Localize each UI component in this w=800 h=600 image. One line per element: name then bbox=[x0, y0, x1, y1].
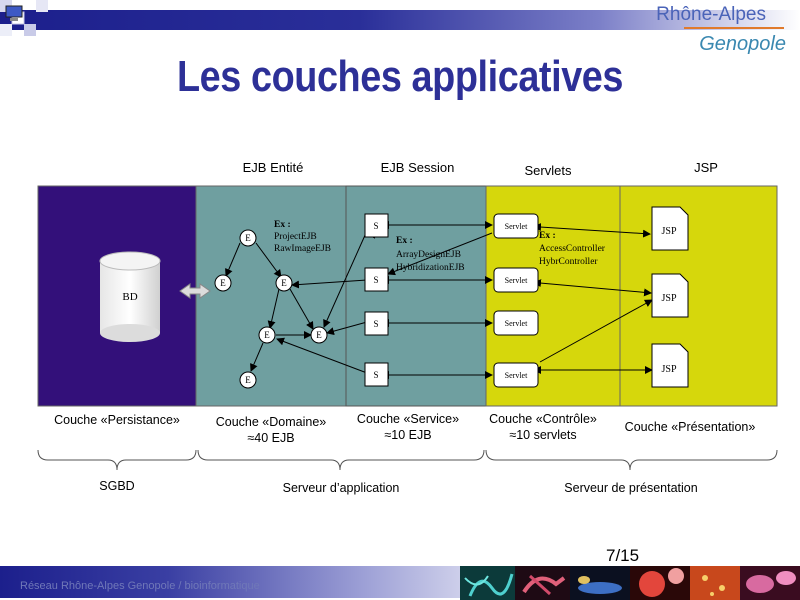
session-example-line: ArrayDesignEJB bbox=[396, 250, 461, 260]
brand-genopole: Genopole bbox=[699, 33, 786, 55]
jsp-document-label: JSP bbox=[661, 364, 676, 375]
column-heading-servlets: Servlets bbox=[524, 163, 572, 178]
entity-node bbox=[239, 229, 257, 247]
servlet-node bbox=[493, 310, 539, 336]
servlet-node bbox=[493, 267, 539, 293]
entity-node bbox=[239, 371, 257, 389]
group-label-sgbd: SGBD bbox=[99, 479, 135, 493]
servlet-node bbox=[493, 362, 539, 388]
entity-node bbox=[258, 326, 276, 344]
group-label-presentation-server: Serveur de présentation bbox=[564, 481, 698, 495]
label-couche-service: Couche «Service» bbox=[356, 412, 460, 426]
column-heading-jsp: JSP bbox=[694, 160, 718, 175]
jsp-document-label: JSP bbox=[661, 293, 676, 304]
page-number: 7/15 bbox=[606, 546, 640, 565]
entity-example-heading: Ex : bbox=[274, 220, 291, 230]
session-node bbox=[364, 362, 389, 387]
entity-node-label: E bbox=[264, 330, 270, 340]
session-node-label: S bbox=[373, 275, 378, 285]
label-couche-domaine: Couche «Domaine» bbox=[215, 415, 327, 429]
servlet-example-heading: Ex : bbox=[539, 231, 556, 241]
label-couche-persistance: Couche «Persistance» bbox=[54, 413, 180, 427]
entity-node bbox=[275, 274, 293, 292]
db-entity-double-arrow bbox=[179, 283, 211, 299]
header-gradient-bar bbox=[0, 10, 800, 30]
label-couche-presentation: Couche «Présentation» bbox=[624, 420, 756, 434]
microscopy-banner-image bbox=[460, 566, 800, 600]
servlet-node-label: Servlet bbox=[505, 319, 528, 328]
session-node-label: S bbox=[373, 319, 378, 329]
column-heading-ejb-session: EJB Session bbox=[380, 160, 455, 175]
entity-example-line: ProjectEJB bbox=[274, 232, 317, 242]
entity-node bbox=[310, 326, 328, 344]
monitor-icon bbox=[5, 5, 23, 21]
label-domaine-count: ≈40 EJB bbox=[247, 431, 295, 445]
entity-node-label: E bbox=[281, 278, 287, 288]
session-node bbox=[364, 267, 389, 292]
servlet-node-label: Servlet bbox=[505, 276, 528, 285]
entity-node-label: E bbox=[316, 330, 322, 340]
entity-example-line: RawImageEJB bbox=[274, 244, 331, 254]
group-label-app-server: Serveur d’application bbox=[282, 481, 400, 495]
jsp-document bbox=[651, 343, 689, 388]
layer-domaine bbox=[195, 185, 347, 407]
session-example-heading: Ex : bbox=[396, 236, 413, 246]
session-node-label: S bbox=[373, 221, 378, 231]
brand-underline bbox=[684, 27, 784, 29]
database-cylinder: BD bbox=[99, 251, 161, 342]
label-couche-controle: Couche «Contrôle» bbox=[489, 412, 597, 426]
jsp-document-label: JSP bbox=[661, 226, 676, 237]
session-example-line: HybridizationEJB bbox=[396, 263, 465, 273]
entity-node-label: E bbox=[245, 233, 251, 243]
layer-presentation bbox=[619, 185, 778, 407]
brand-rhone-alpes: Rhône-Alpes bbox=[656, 4, 766, 25]
servlet-example-line: HybrController bbox=[539, 257, 598, 267]
entity-node-label: E bbox=[245, 375, 251, 385]
servlet-node-label: Servlet bbox=[505, 222, 528, 231]
session-node-label: S bbox=[373, 370, 378, 380]
column-heading-ejb-entite: EJB Entité bbox=[242, 160, 304, 175]
servlet-node bbox=[493, 213, 539, 239]
grouping-braces bbox=[37, 449, 778, 471]
entity-node bbox=[214, 274, 232, 292]
label-service-count: ≈10 EJB bbox=[384, 428, 432, 442]
label-controle-count: ≈10 servlets bbox=[509, 428, 577, 442]
jsp-document bbox=[651, 273, 689, 318]
entity-node-label: E bbox=[220, 278, 226, 288]
footer-text: Réseau Rhône-Alpes Genopole / bioinforma… bbox=[20, 580, 260, 592]
servlet-node-label: Servlet bbox=[505, 371, 528, 380]
session-node bbox=[364, 311, 389, 336]
session-node bbox=[364, 213, 389, 238]
page-title: Les couches applicatives bbox=[176, 52, 624, 101]
jsp-document bbox=[651, 206, 689, 251]
servlet-example-line: AccessController bbox=[539, 244, 606, 254]
database-label: BD bbox=[122, 291, 137, 303]
